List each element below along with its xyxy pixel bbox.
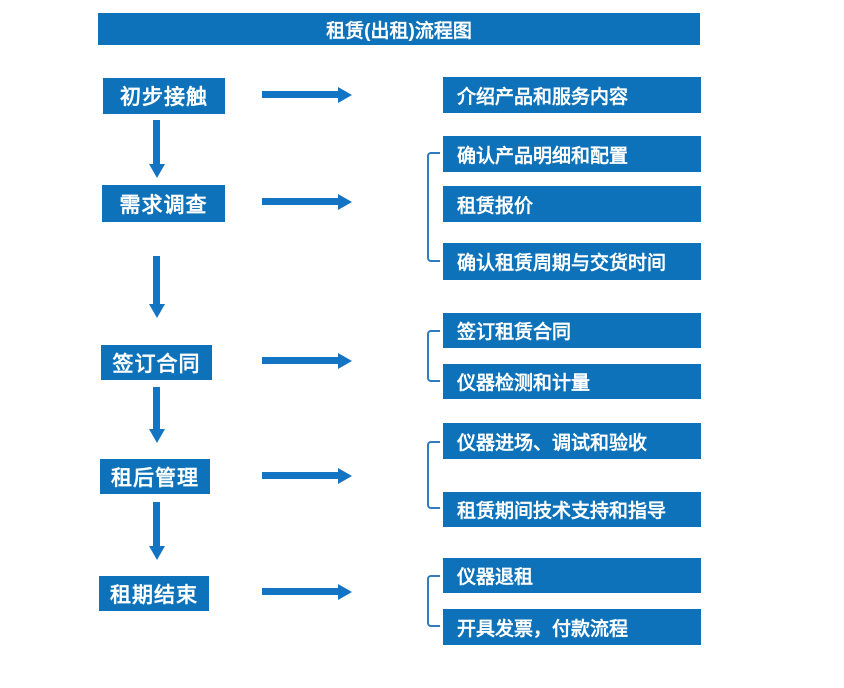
down-arrow-icon <box>149 120 165 178</box>
detail-confirm-product-config: 确认产品明细和配置 <box>443 136 701 172</box>
right-arrow-icon <box>262 87 352 103</box>
right-arrow-icon <box>262 194 352 210</box>
step-sign-contract: 签订合同 <box>101 345 212 380</box>
group-bracket-icon <box>427 152 440 262</box>
diagram-title: 租赁(出租)流程图 <box>98 13 700 45</box>
group-bracket-icon <box>427 330 440 382</box>
down-arrow-icon <box>149 387 165 443</box>
detail-rental-quote: 租赁报价 <box>443 186 701 222</box>
detail-intro-products: 介绍产品和服务内容 <box>443 77 701 113</box>
detail-confirm-period-delivery: 确认租赁周期与交货时间 <box>443 243 701 280</box>
step-post-rental-management: 租后管理 <box>100 459 210 494</box>
right-arrow-icon <box>262 468 352 484</box>
step-demand-survey: 需求调查 <box>102 185 225 222</box>
detail-tech-support: 租赁期间技术支持和指导 <box>443 492 701 527</box>
detail-instrument-return: 仪器退租 <box>443 558 701 593</box>
down-arrow-icon <box>149 502 165 560</box>
detail-instrument-inspection: 仪器检测和计量 <box>443 364 701 399</box>
group-bracket-icon <box>427 441 440 509</box>
detail-instrument-setup: 仪器进场、调试和验收 <box>443 423 701 459</box>
group-bracket-icon <box>427 575 440 627</box>
detail-sign-rental-contract: 签订租赁合同 <box>443 313 701 348</box>
step-initial-contact: 初步接触 <box>103 78 225 114</box>
step-lease-end: 租期结束 <box>99 576 209 611</box>
down-arrow-icon <box>149 256 165 318</box>
right-arrow-icon <box>262 353 352 369</box>
right-arrow-icon <box>262 584 352 600</box>
detail-invoice-payment: 开具发票，付款流程 <box>443 609 701 645</box>
